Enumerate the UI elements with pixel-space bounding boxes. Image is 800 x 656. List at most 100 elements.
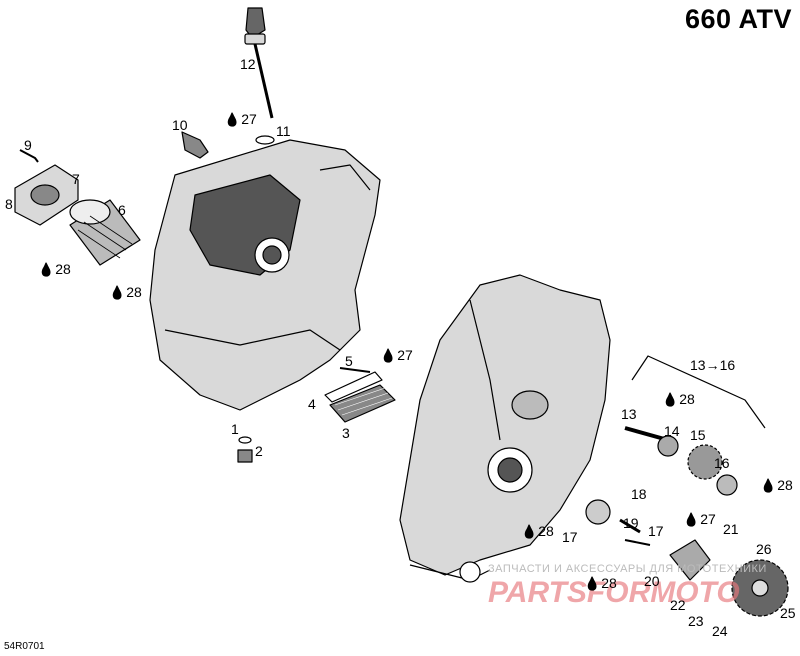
- callout-28: 💧28: [38, 262, 71, 277]
- callout-label: 22: [670, 597, 686, 613]
- callout-8: 8: [5, 197, 13, 211]
- callout-label: 10: [172, 117, 188, 133]
- callout-label: 17: [562, 529, 578, 545]
- callout-17: 17: [648, 524, 664, 538]
- callout-label: 27: [700, 511, 716, 527]
- oil-pump-gear-hub: [751, 579, 769, 597]
- cover-bolt: [19, 149, 39, 163]
- dipstick-o-ring: [255, 135, 275, 145]
- callout-27: 💧27: [683, 512, 716, 527]
- watermark-text: ЗАПЧАСТИ И АКСЕССУАРЫ ДЛЯ МОТОТЕХНИКИ: [488, 563, 767, 575]
- oil-drop-icon: 💧: [584, 576, 601, 591]
- callout-16: 16: [714, 456, 730, 470]
- callout-label: 25: [780, 605, 796, 621]
- callout-label: 28: [679, 391, 695, 407]
- callout-21: 21: [723, 522, 739, 536]
- right-crankcase-half: [399, 274, 611, 583]
- callout-label: 23: [688, 613, 704, 629]
- oil-drop-icon: 💧: [760, 478, 777, 493]
- oil-drop-icon: 💧: [224, 112, 241, 127]
- callout-28: 💧28: [584, 576, 617, 591]
- callout-28: 💧28: [662, 392, 695, 407]
- oil-drop-icon: 💧: [683, 512, 700, 527]
- callout-7: 7: [72, 172, 80, 186]
- callout-label: 14: [664, 423, 680, 439]
- group-bracket: [631, 355, 766, 429]
- strainer-gasket: [324, 371, 383, 403]
- callout-17: 17: [562, 530, 578, 544]
- callout-2: 2: [255, 444, 263, 458]
- callout-label: 6: [118, 202, 126, 218]
- callout-6: 6: [118, 203, 126, 217]
- pump-shaft: [624, 426, 669, 442]
- pump-drive-gear: [687, 444, 723, 480]
- callout-label: 15: [690, 427, 706, 443]
- oil-filter: [69, 199, 141, 266]
- callout-25: 25: [780, 606, 796, 620]
- callout-label: 28: [777, 477, 793, 493]
- callout-24: 24: [712, 624, 728, 638]
- callout-1: 1: [231, 422, 239, 436]
- callout-5: 5: [345, 354, 353, 368]
- callout-label: 27: [397, 347, 413, 363]
- callout-28: 💧28: [760, 478, 793, 493]
- callout-label: 26: [756, 541, 772, 557]
- callout-3: 3: [342, 426, 350, 440]
- pump-ring: [585, 499, 611, 525]
- callout-label: 20: [644, 573, 660, 589]
- watermark-logo: PARTSFORMOTO: [488, 576, 740, 609]
- callout-28: 💧28: [109, 285, 142, 300]
- left-crankcase-half: [149, 139, 381, 411]
- callout-label: 18: [631, 486, 647, 502]
- oil-dipstick: [244, 7, 274, 119]
- callout-label: 24: [712, 623, 728, 639]
- drawing-reference: 54R0701: [4, 641, 45, 652]
- callout-20: 20: [644, 574, 660, 588]
- pump-pin: [619, 518, 641, 534]
- callout-label: 17: [648, 523, 664, 539]
- callout-13-to-16: 13→16: [690, 358, 735, 372]
- callout-10: 10: [172, 118, 188, 132]
- callout-label: 21: [723, 521, 739, 537]
- callout-23: 23: [688, 614, 704, 628]
- oil-drop-icon: 💧: [380, 348, 397, 363]
- callout-18: 18: [631, 487, 647, 501]
- callout-label: 3: [342, 425, 350, 441]
- oil-filter-cover: [14, 164, 79, 226]
- callout-label: 1: [231, 421, 239, 437]
- callout-19: 19: [623, 516, 639, 530]
- shaft-seal: [716, 474, 738, 496]
- callout-label: 28: [601, 575, 617, 591]
- page-title: 660 ATV: [684, 4, 792, 34]
- callout-27: 💧27: [380, 348, 413, 363]
- callout-27: 💧27: [224, 112, 257, 127]
- callout-label: 16: [714, 455, 730, 471]
- oil-drop-icon: 💧: [662, 392, 679, 407]
- oil-drop-icon: 💧: [109, 285, 126, 300]
- oil-drop-icon: 💧: [521, 524, 538, 539]
- callout-label: 13: [621, 406, 637, 422]
- callout-label: 28: [55, 261, 71, 277]
- callout-26: 26: [756, 542, 772, 556]
- callout-11: 11: [276, 124, 291, 138]
- callout-label: 8: [5, 196, 13, 212]
- shaft-bearing: [657, 435, 679, 457]
- callout-label: 13→16: [690, 357, 736, 373]
- callout-label: 5: [345, 353, 353, 369]
- oil-pressure-sensor: [181, 131, 209, 159]
- callout-label: 4: [308, 396, 316, 412]
- pump-body: [669, 539, 711, 581]
- callout-14: 14: [664, 424, 680, 438]
- strainer-bolt: [339, 367, 371, 373]
- callout-label: 19: [623, 515, 639, 531]
- callout-label: 27: [241, 111, 257, 127]
- callout-label: 28: [126, 284, 142, 300]
- pump-spring: [624, 539, 651, 546]
- oil-drop-icon: 💧: [38, 262, 55, 277]
- callout-22: 22: [670, 598, 686, 612]
- callout-label: 9: [24, 137, 32, 153]
- callout-label: 28: [538, 523, 554, 539]
- callout-28: 💧28: [521, 524, 554, 539]
